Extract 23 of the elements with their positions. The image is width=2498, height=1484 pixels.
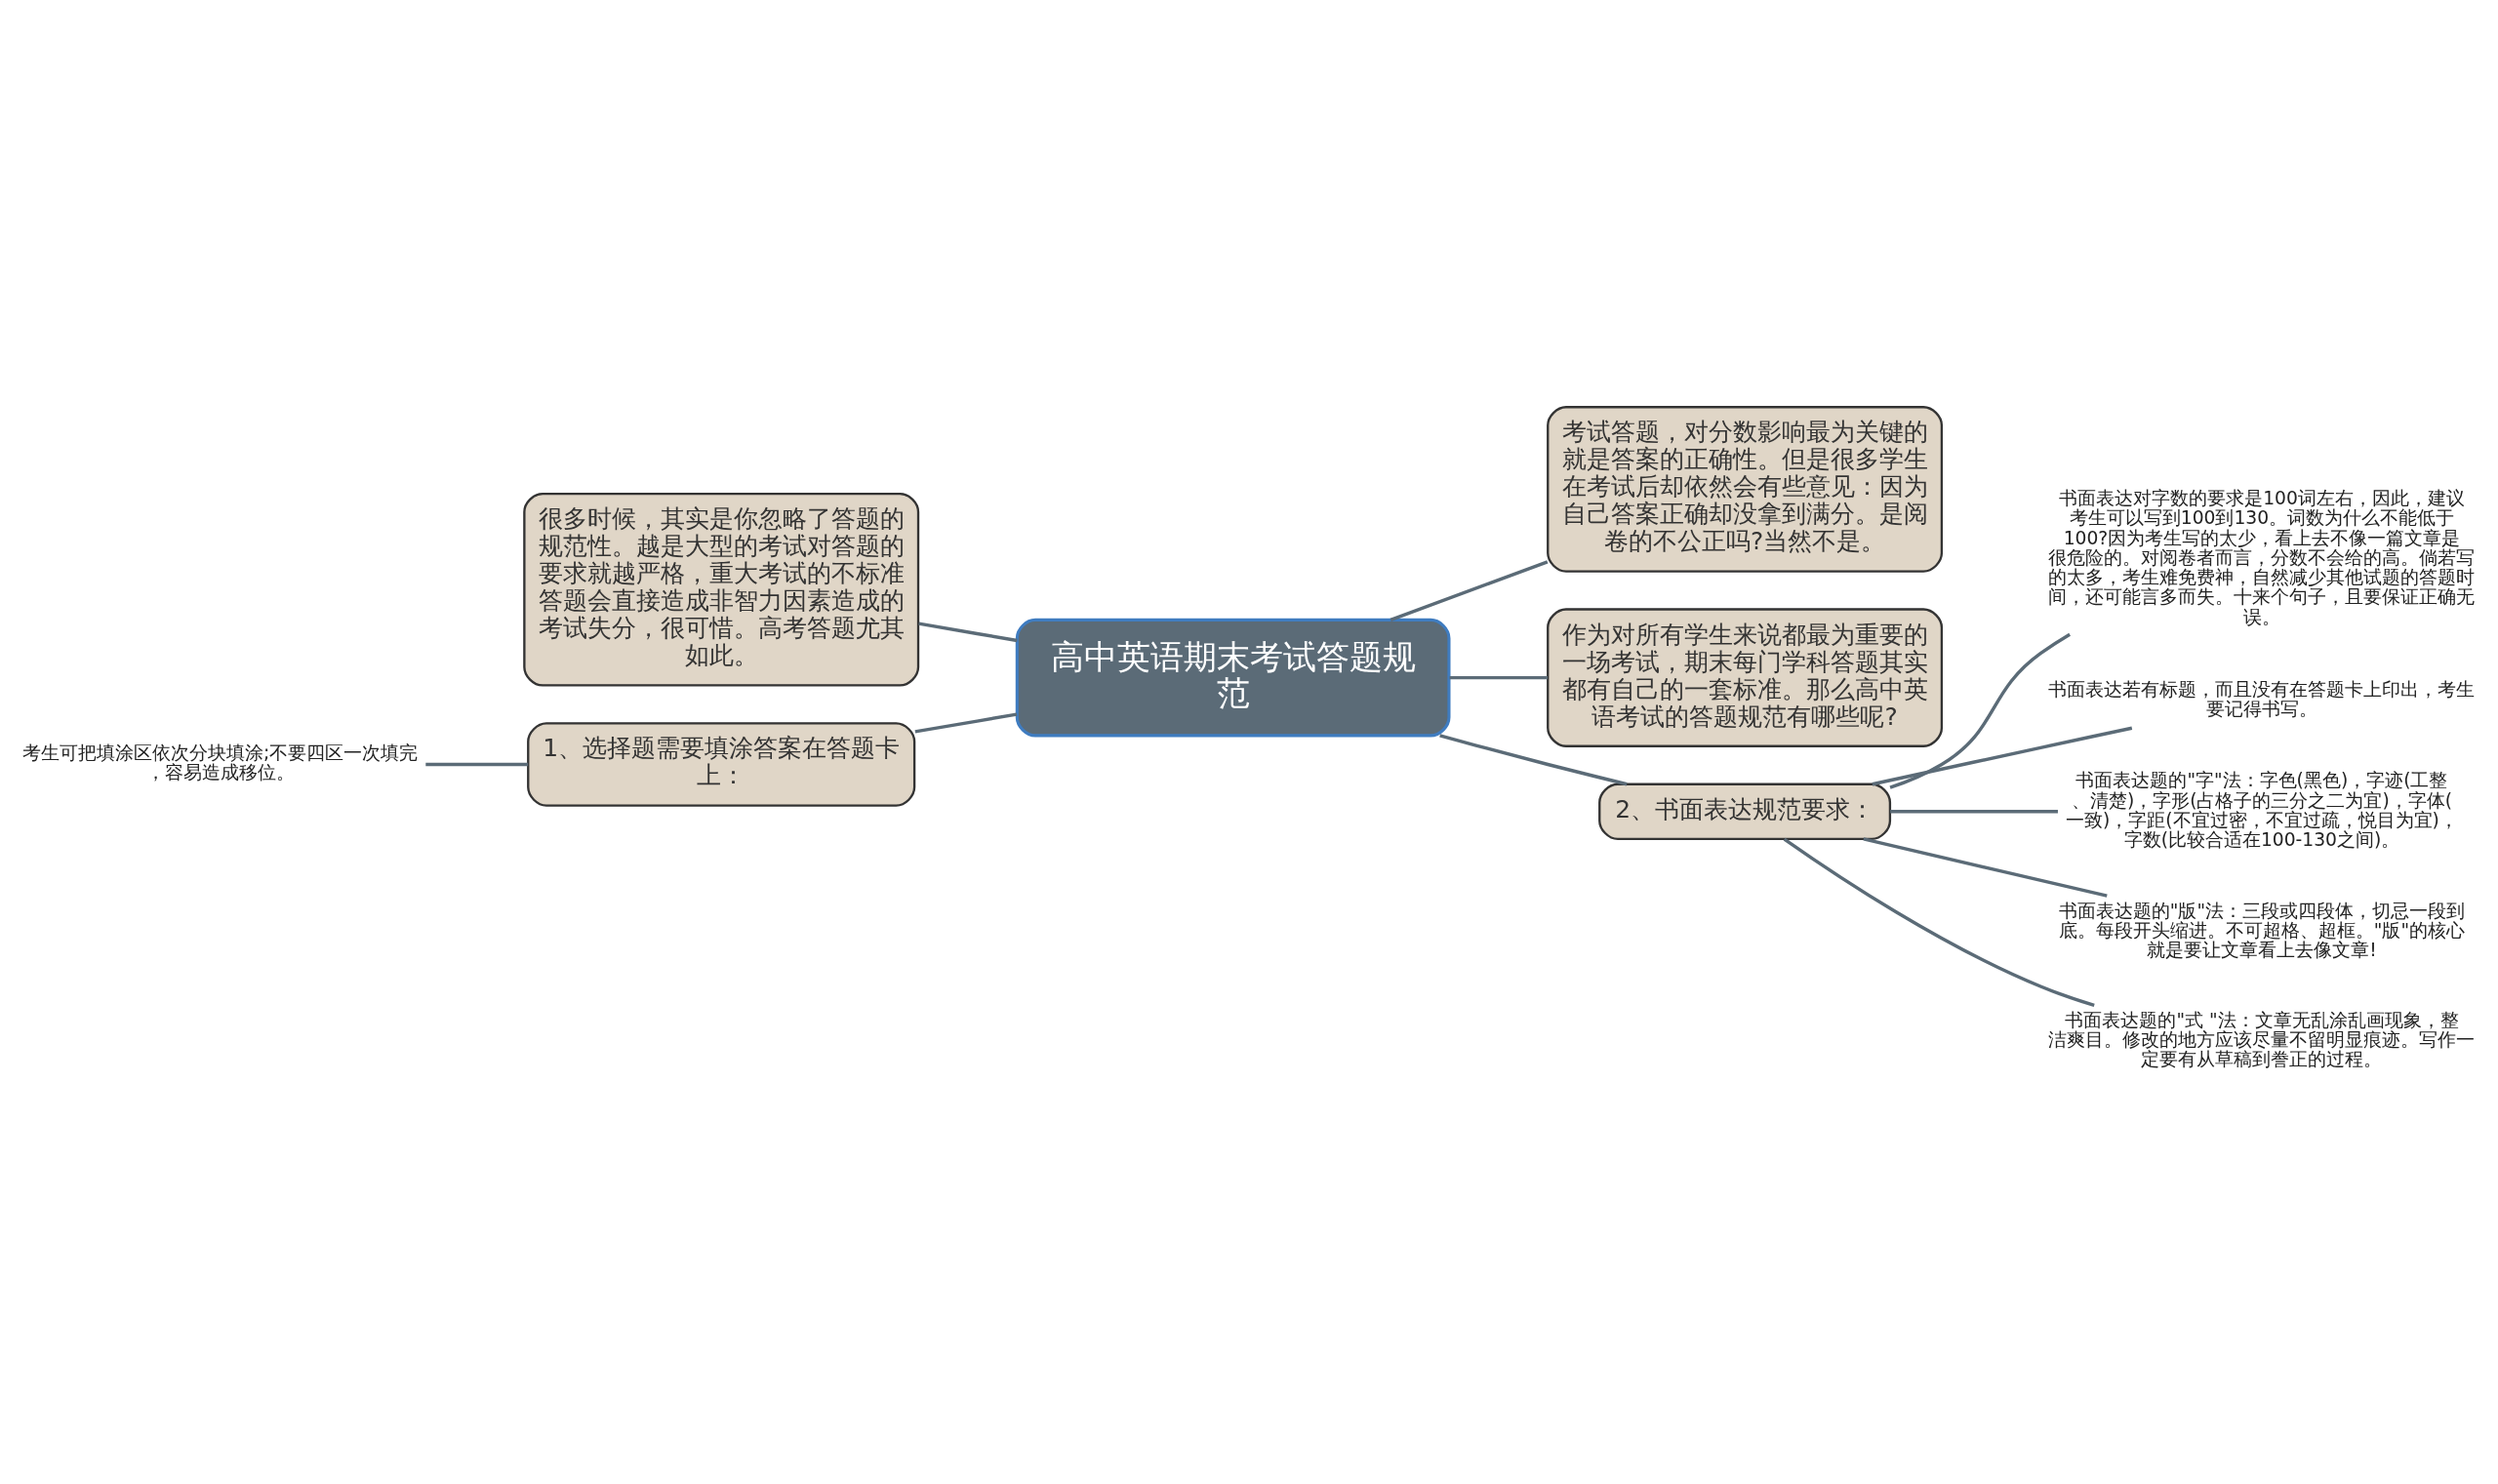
node-text: 书面表达题的"版"法：三段或四段体，切忌一段到底。每段开头缩进。不可超格、超框。"版"的核心就是要让文章看上去像文章!: [2058, 900, 2466, 961]
node-text: 书面表达对字数的要求是100词左右，因此，建议考生可以写到100到130。词数为什么不能低于100?因为考生写的太少，看上去不像一篇文章是很危险的。对阅卷者而言，分数不会给的高。倘若写的太多，考生难免费神，自然减少其他试题的答题时间，还可能言多而失。十来个句子，且要保证正确无误。: [2048, 488, 2476, 627]
connector: [918, 622, 1018, 643]
connector: [1439, 734, 1628, 786]
node-box: 很多时候，其实是你忽略了答题的规范性。越是大型的考试对答题的要求就越严格，重大考试的不标准答题会直接造成非智力因素造成的考试失分，很可惜。高考答题尤其如此。: [523, 492, 920, 687]
node-box: 1、选择题需要填涂答案在答题卡上：: [527, 722, 916, 807]
node-text: 书面表达若有标题，而且没有在答题卡上印出，考生要记得书写。: [2048, 678, 2476, 719]
connector: [1449, 675, 1548, 680]
node-box: 考试答题，对分数影响最为关键的就是答案的正确性。但是很多学生在考试后却依然会有些意见：因为自己答案正确却没拿到满分。是阅卷的不公正吗?当然不是。: [1547, 406, 1944, 573]
connector: [425, 762, 529, 767]
connector: [1863, 837, 2108, 898]
connector: [1390, 560, 1549, 622]
connector: [1889, 632, 2071, 789]
connector: [1783, 837, 2095, 1008]
node-text: 考生可把填涂区依次分块填涂;不要四区一次填完，容易造成移位。: [22, 742, 419, 783]
node-box: 2、书面表达规范要求：: [1598, 782, 1892, 841]
connector: [1890, 810, 2058, 814]
node-text: 书面表达题的"式 "法：文章无乱涂乱画现象，整洁爽目。修改的地方应该尽量不留明显痕迹。写作一定要有从草稿到誊正的过程。: [2048, 1009, 2476, 1070]
node-box: 作为对所有学生来说都最为重要的一场考试，期末每门学科答题其实都有自己的一套标准。那么高中英语考试的答题规范有哪些呢?: [1547, 608, 1944, 747]
connector: [1872, 726, 2133, 786]
node-box: 高中英语期末考试答题规范: [1015, 618, 1451, 738]
node-text: 书面表达题的"字"法：字色(黑色)，字迹(工整、清楚)，字形(占格子的三分之二为宜)，字体(一致)，字距(不宜过密，不宜过疏，悦目为宜)，字数(比较合适在100-130之间)。: [2066, 770, 2458, 851]
connector: [914, 712, 1018, 734]
